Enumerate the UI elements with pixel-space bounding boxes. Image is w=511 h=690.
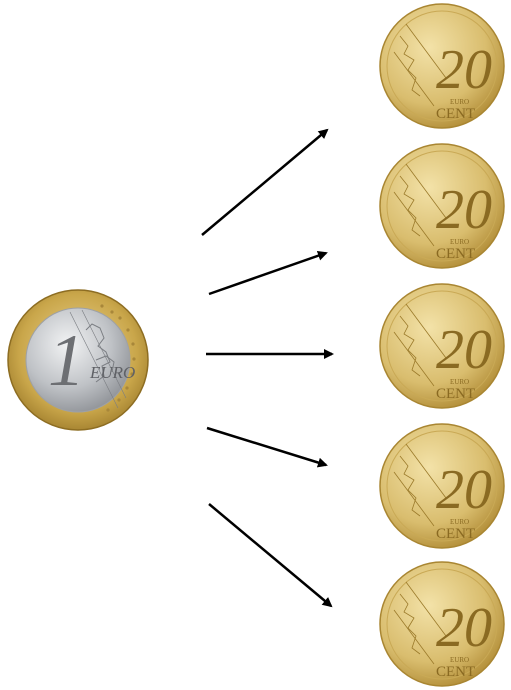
euro-coin-denomination: 1 [48, 320, 85, 402]
twenty-cent-coin: 20 EURO CENT [380, 284, 504, 408]
cent-word-top: EURO [450, 238, 469, 246]
cent-word-bottom: CENT [436, 386, 475, 402]
twenty-cent-coin: 20 EURO CENT [380, 562, 504, 686]
twenty-cent-coin: 20 EURO CENT [380, 4, 504, 128]
cent-denomination: 20 [436, 597, 492, 659]
cent-word-top: EURO [450, 378, 469, 386]
arrow-to-coin-4 [207, 428, 326, 465]
cent-word-bottom: CENT [436, 664, 475, 680]
arrow-to-coin-5 [209, 504, 331, 606]
twenty-cent-coin: 20 EURO CENT [380, 424, 504, 548]
cent-word-top: EURO [450, 98, 469, 106]
cent-coins: 20 EURO CENT 20 EURO CENT [380, 4, 504, 686]
cent-word-top: EURO [450, 656, 469, 664]
cent-denomination: 20 [436, 459, 492, 521]
cent-word-top: EURO [450, 518, 469, 526]
arrows [202, 130, 332, 606]
arrow-to-coin-1 [202, 130, 327, 235]
cent-word-bottom: CENT [436, 246, 475, 262]
twenty-cent-coin: 20 EURO CENT [380, 144, 504, 268]
cent-word-bottom: CENT [436, 526, 475, 542]
cent-denomination: 20 [436, 179, 492, 241]
euro-coin-word: EURO [89, 363, 135, 382]
cent-denomination: 20 [436, 39, 492, 101]
one-euro-coin: 1 EURO [8, 290, 148, 430]
arrow-to-coin-2 [209, 253, 326, 294]
cent-denomination: 20 [436, 319, 492, 381]
cent-word-bottom: CENT [436, 106, 475, 122]
